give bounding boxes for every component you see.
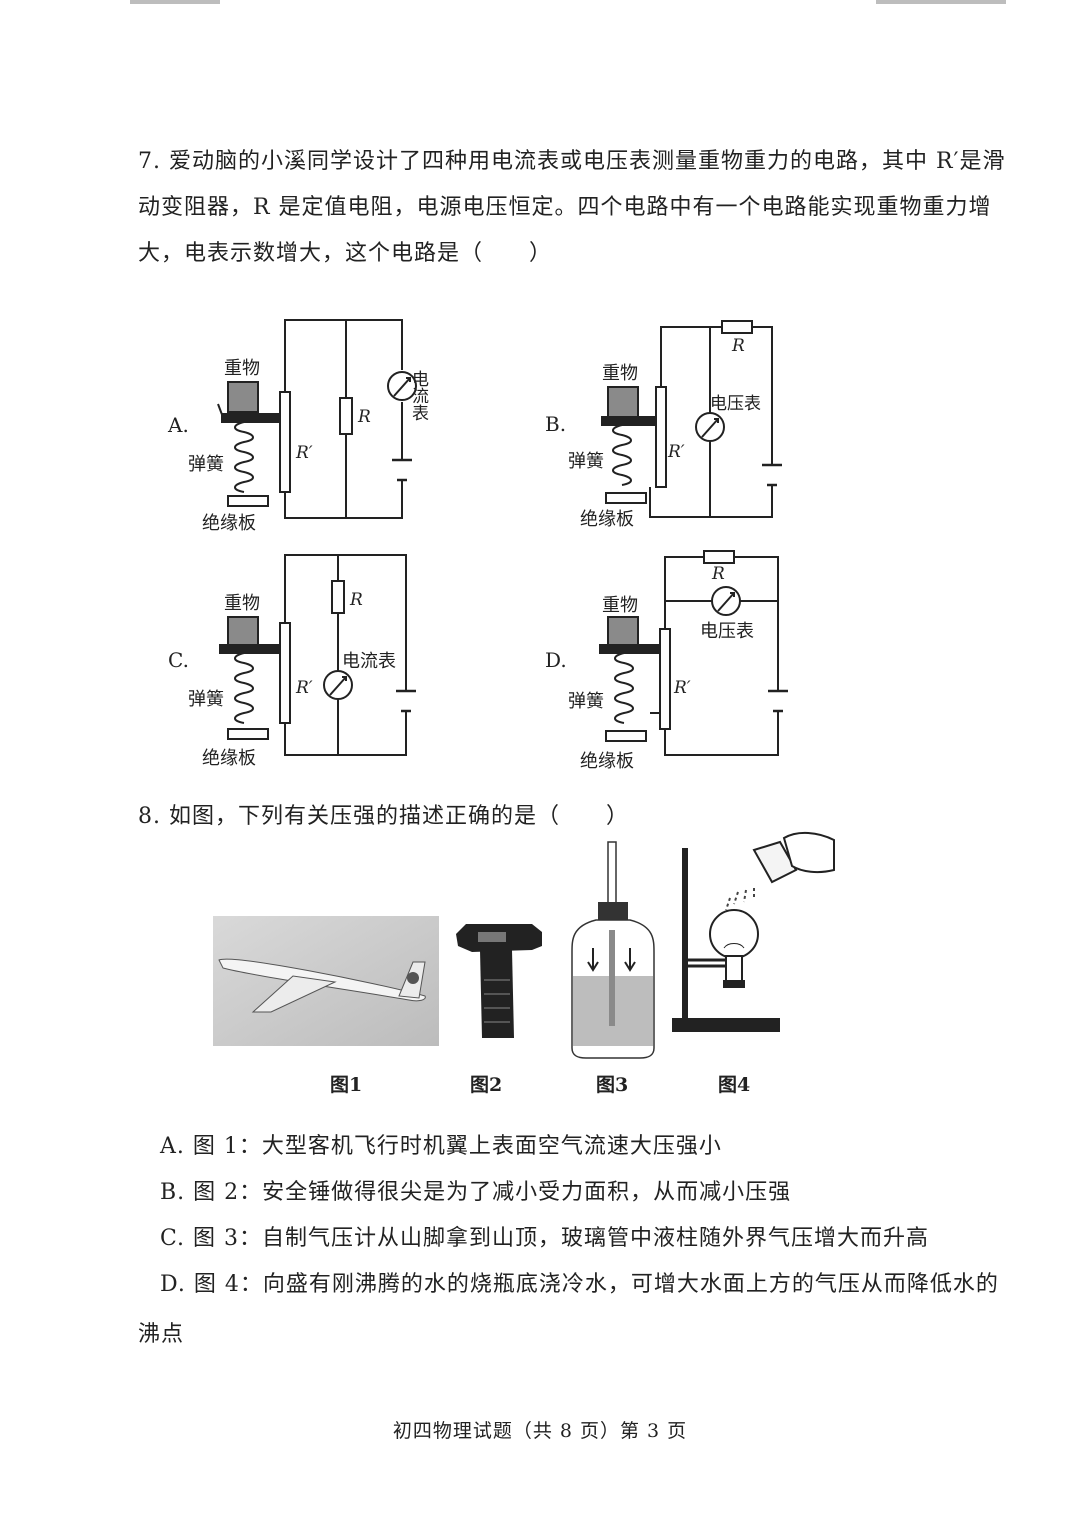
meter-label-d: 电压表 <box>700 621 754 642</box>
q7-stem-line-2: 动变阻器，R 是定值电阻，电源电压恒定。四个电路中有一个电路能实现重物重力增 <box>138 195 992 220</box>
q7-stem-line-3: 大，电表示数增大，这个电路是（ ） <box>138 241 553 266</box>
scan-mark-right <box>876 0 1006 4</box>
pan-bar-a <box>221 413 281 423</box>
spring-coil-d <box>614 652 634 724</box>
circuit-b: B. 重物 弹簧 绝缘板 R′ R 电压表 <box>545 320 782 530</box>
q8-option-c: C. 图 3：自制气压计从山脚拿到山顶，玻璃管中液柱随外界气压增大而升高 <box>160 1226 930 1251</box>
board-label-b: 绝缘板 <box>580 509 634 530</box>
cold-water-drops <box>725 888 755 911</box>
figure-3-barometer <box>571 841 655 1059</box>
weight-block-b <box>607 386 639 418</box>
q8-option-a: A. 图 1：大型客机飞行时机翼上表面空气流速大压强小 <box>160 1134 722 1159</box>
q8-stem: 8. 如图，下列有关压强的描述正确的是（ ） <box>138 804 629 829</box>
wires-b <box>649 326 773 518</box>
wires-d <box>650 556 779 756</box>
rheostat-label-c: R′ <box>295 678 313 698</box>
q8-option-d-continued: 沸点 <box>138 1322 185 1347</box>
board-label-c: 绝缘板 <box>202 748 256 769</box>
q8-option-d: D. 图 4：向盛有刚沸腾的水的烧瓶底浇冷水，可增大水面上方的气压从而降低水的 <box>160 1272 999 1297</box>
weight-block-d <box>607 616 639 648</box>
spring-coil-b <box>612 424 632 486</box>
page-footer: 初四物理试题（共 8 页）第 3 页 <box>392 1420 688 1442</box>
battery-c <box>396 689 416 713</box>
figure-4-label: 图4 <box>718 1074 751 1096</box>
resistor-a <box>339 397 353 435</box>
rheostat-label-a: R′ <box>295 443 313 463</box>
resistor-label-d: R <box>711 564 725 584</box>
rheostat-c <box>279 622 291 724</box>
spring-coil-c <box>234 652 254 724</box>
wires-c <box>284 554 407 756</box>
pan-bar-c <box>219 644 279 654</box>
resistor-c <box>331 580 345 614</box>
insulating-board-d <box>605 730 647 742</box>
meter-label-a: 电流表 <box>408 370 429 421</box>
flask-bulb <box>709 909 759 959</box>
figure-1-airliner <box>213 916 439 1046</box>
weight-label-b: 重物 <box>602 363 638 384</box>
airline-logo <box>407 972 419 984</box>
spring-label-a: 弹簧 <box>188 454 224 475</box>
rheostat-label-b: R′ <box>667 442 685 462</box>
resistor-label-b: R <box>731 336 745 356</box>
weight-label-c: 重物 <box>224 593 260 614</box>
stand-rod <box>682 848 688 1028</box>
bottle-cap <box>598 902 628 920</box>
option-label-a: A. <box>167 413 189 437</box>
figure-2-safety-hammer <box>456 924 542 1038</box>
resistor-d <box>703 550 735 564</box>
figure-4-boiling-flask <box>672 832 835 1032</box>
wires-a <box>284 319 403 519</box>
rheostat-label-d: R′ <box>673 678 691 698</box>
hand <box>782 832 835 874</box>
insulating-board-a <box>227 495 269 507</box>
resistor-b <box>721 320 753 334</box>
flask-neck <box>725 955 743 983</box>
figure-1-label: 图1 <box>330 1074 363 1096</box>
weight-label-a: 重物 <box>224 358 260 379</box>
circuit-c: C. 重物 弹簧 绝缘板 R′ R 电流表 <box>168 554 416 769</box>
board-label-d: 绝缘板 <box>580 751 634 770</box>
circuit-a: A. 重物 弹簧 绝缘板 R′ R 电流表 <box>167 319 429 534</box>
pan-bar-b <box>601 416 657 426</box>
resistor-label-a: R <box>357 407 371 427</box>
q7-stem-line-1: 7. 爱动脑的小溪同学设计了四种用电流表或电压表测量重物重力的电路，其中 R′是… <box>138 149 1006 174</box>
battery-d <box>768 689 788 713</box>
stand-base <box>672 1018 780 1032</box>
insulating-board-c <box>227 728 269 740</box>
spring-coil-a <box>234 421 254 493</box>
option-label-d: D. <box>545 648 567 672</box>
meter-label-c: 电流表 <box>342 651 396 672</box>
airplane-wing <box>251 975 337 1013</box>
pan-bar-d <box>599 644 659 654</box>
spring-label-d: 弹簧 <box>568 691 604 712</box>
spring-label-c: 弹簧 <box>188 689 224 710</box>
beaker <box>752 840 798 884</box>
weight-block-c <box>227 616 259 648</box>
option-label-c: C. <box>168 648 189 672</box>
spring-label-b: 弹簧 <box>568 451 604 472</box>
battery-b <box>762 463 782 487</box>
q8-option-b: B. 图 2：安全锤做得很尖是为了减小受力面积，从而减小压强 <box>160 1180 792 1205</box>
option-label-b: B. <box>545 412 566 436</box>
rheostat-b <box>655 386 667 488</box>
weight-label-d: 重物 <box>602 595 638 616</box>
figure-2-label: 图2 <box>470 1074 503 1096</box>
insulating-board-b <box>605 492 647 504</box>
rheostat-d <box>659 628 671 730</box>
resistor-label-c: R <box>349 590 363 610</box>
rheostat-a <box>279 391 291 493</box>
meter-label-b: 电压表 <box>710 394 761 414</box>
pressure-arrows <box>587 948 636 972</box>
board-label-a: 绝缘板 <box>202 513 256 534</box>
figure-3-label: 图3 <box>596 1074 629 1096</box>
circuit-d: D. 重物 弹簧 绝缘板 R′ R 电压表 <box>545 550 788 770</box>
weight-block-a <box>227 381 259 413</box>
battery-a <box>392 458 412 482</box>
scan-mark-left <box>130 0 220 4</box>
